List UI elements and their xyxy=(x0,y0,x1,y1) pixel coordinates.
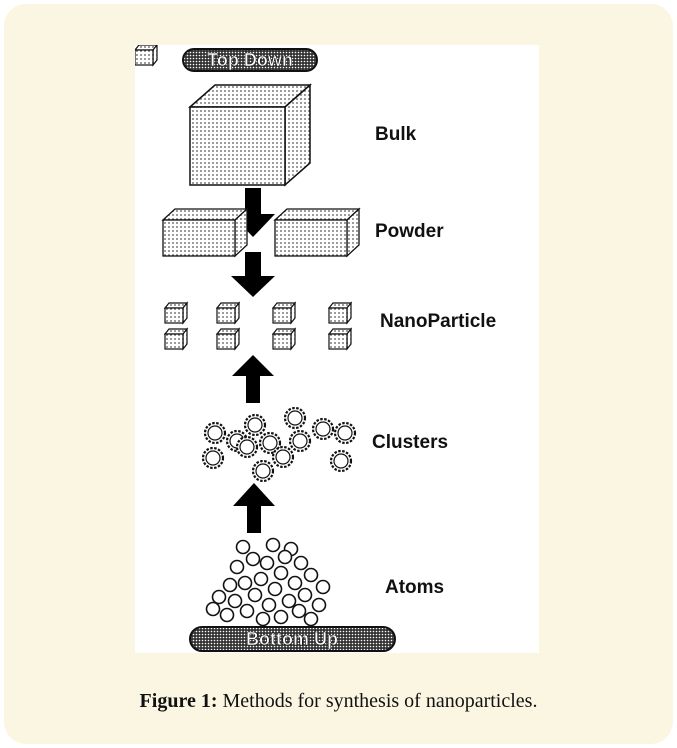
nanoparticle-cubes-icon xyxy=(133,43,352,350)
arrow-up-icon xyxy=(232,355,274,403)
powder-cube-icon xyxy=(161,207,249,258)
figure-panel: Top Down Bulk Powder xyxy=(133,43,539,653)
caption-text: Methods for synthesis of nanoparticles. xyxy=(217,690,538,712)
stage-label-nanoparticle: NanoParticle xyxy=(380,311,496,332)
stage-label-atoms: Atoms xyxy=(385,577,444,598)
synthesis-diagram: Top Down Bulk Powder xyxy=(133,43,496,652)
arrow-down-icon xyxy=(231,252,275,297)
arrow-up-icon xyxy=(233,483,275,533)
figure-caption: Figure 1: Methods for synthesis of nanop… xyxy=(0,690,677,713)
stage-label-bulk: Bulk xyxy=(375,124,417,145)
atoms-icon xyxy=(205,537,331,627)
top-down-label: Top Down xyxy=(207,50,293,70)
stage-label-powder: Powder xyxy=(375,221,444,242)
caption-label: Figure 1: xyxy=(139,690,218,712)
top-down-badge: Top Down xyxy=(182,48,318,72)
powder-cube-icon xyxy=(273,207,361,258)
clusters-icon xyxy=(201,406,357,483)
bottom-up-badge: Bottom Up xyxy=(189,626,396,652)
bulk-cube-icon xyxy=(188,83,312,187)
bottom-up-label: Bottom Up xyxy=(246,629,338,649)
stage-label-clusters: Clusters xyxy=(372,432,448,453)
